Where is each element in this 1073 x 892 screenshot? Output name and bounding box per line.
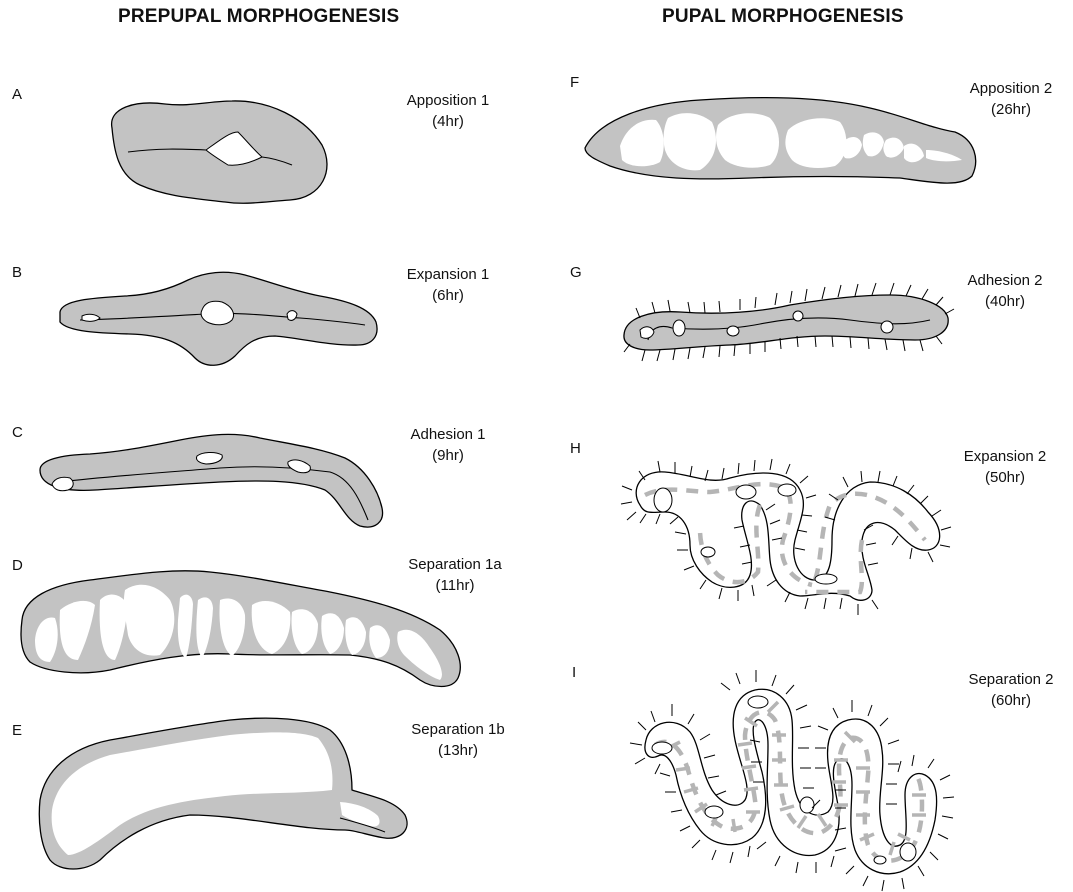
illustration-d bbox=[21, 571, 460, 687]
illustration-h bbox=[621, 459, 951, 615]
illustration-g bbox=[624, 283, 954, 361]
illustration-a bbox=[112, 101, 327, 203]
illustration-b bbox=[60, 272, 377, 365]
illustration-f bbox=[585, 98, 976, 183]
illustration-c bbox=[40, 434, 383, 527]
illustration-e bbox=[39, 718, 407, 869]
illustration-i bbox=[630, 670, 954, 891]
